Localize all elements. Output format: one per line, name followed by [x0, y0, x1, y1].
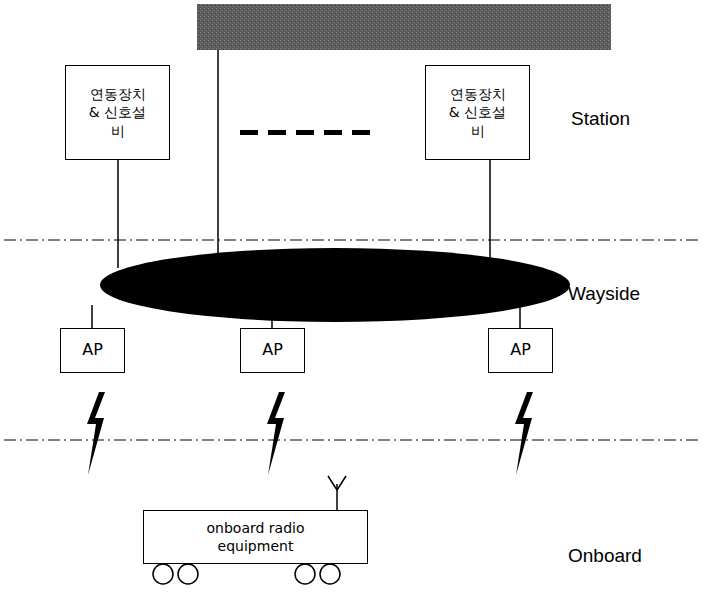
ap-link [519, 300, 521, 328]
box-text: 연동장치 & 신호설비 [88, 85, 148, 140]
access-point-box: AP [240, 328, 305, 373]
zone-divider [4, 240, 700, 241]
access-point-box: AP [60, 328, 125, 373]
ap-link [91, 305, 93, 328]
station-link [489, 160, 491, 262]
backbone-link [217, 50, 219, 256]
wayside-network [100, 248, 570, 322]
train-wheels [153, 564, 340, 584]
zone-label: Onboard [568, 545, 642, 567]
zone-divider [4, 440, 700, 441]
box-text: AP [262, 340, 283, 361]
box-text: 연동장치 & 신호설비 [448, 85, 508, 140]
box-text: AP [510, 340, 531, 361]
onboard-radio-box: onboard radio equipment [143, 510, 368, 564]
box-text: AP [82, 340, 103, 361]
station-equipment-box: 연동장치 & 신호설비 [425, 65, 530, 160]
station-equipment-box: 연동장치 & 신호설비 [65, 65, 170, 160]
access-point-box: AP [488, 328, 553, 373]
zone-label: Wayside [568, 283, 640, 305]
antenna [328, 476, 346, 510]
station-link [117, 160, 119, 268]
ap-link [271, 318, 273, 328]
central-server-block [197, 4, 611, 50]
zone-label: Station [571, 108, 630, 130]
ellipsis-dashes [240, 130, 370, 135]
radio-link-symbol [87, 392, 533, 475]
box-text: onboard radio equipment [186, 519, 326, 555]
